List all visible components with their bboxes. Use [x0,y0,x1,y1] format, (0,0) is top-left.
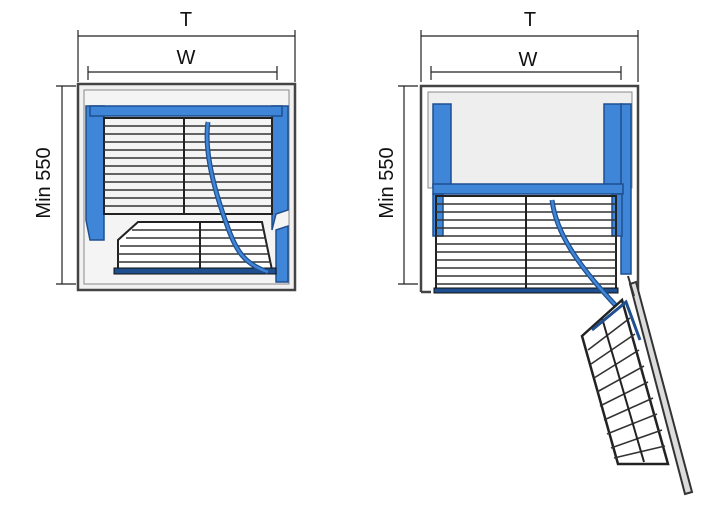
dimension-height-right: Min 550 [376,85,418,285]
dimension-w-left: W [87,47,278,80]
upper-basket-closed [103,117,273,215]
dimension-t-label: T [180,9,192,31]
lower-basket-closed [113,221,277,275]
dimension-t-right: T [420,9,639,82]
dimension-w-label: W [177,47,196,69]
closed-view: T W Min 550 [33,9,297,292]
dimension-height-left: Min 550 [33,85,76,285]
dimension-t-left: T [77,9,296,82]
dimension-height-label: Min 550 [33,147,55,218]
dimension-w-label: W [519,49,538,71]
dimension-w-right: W [430,49,622,80]
cabinet-open [419,84,640,294]
open-view: T W Min 550 [376,9,694,496]
dimension-t-label: T [524,9,536,31]
dimension-height-label: Min 550 [376,147,398,218]
basket-open-inside [433,195,619,294]
cabinet-door-open [627,275,694,496]
lower-basket-pulled-out [580,297,670,466]
